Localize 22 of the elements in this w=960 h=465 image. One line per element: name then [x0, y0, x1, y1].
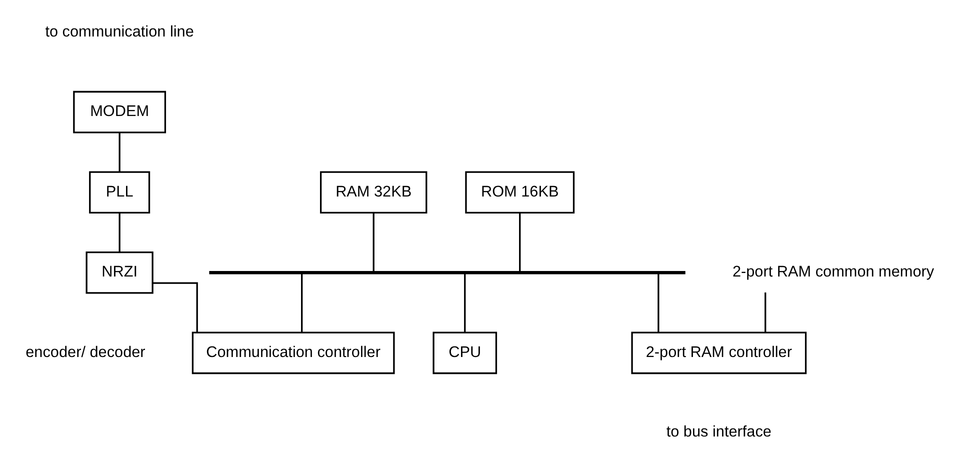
node-text: 2-port RAM common memory	[732, 264, 934, 281]
connector	[152, 282, 198, 332]
node-box: CPU	[432, 332, 498, 374]
connector	[764, 292, 766, 332]
node-box: 2-port RAM controller	[631, 332, 807, 374]
node-box: MODEM	[73, 90, 166, 134]
node-label: encoder/ decoder	[26, 344, 146, 361]
label: to bus interface	[666, 424, 772, 441]
connector	[301, 274, 303, 332]
connector	[118, 213, 120, 252]
connector	[658, 274, 660, 332]
connector	[519, 213, 521, 272]
node-box: RAM 32KB	[320, 171, 428, 214]
label: to communication line	[45, 23, 194, 40]
node-box: Communication controller	[192, 332, 395, 374]
connector	[464, 274, 466, 332]
connector	[118, 132, 120, 172]
node-box: NRZI	[86, 251, 154, 294]
node-bar	[209, 271, 686, 274]
node-box: PLL	[89, 171, 150, 214]
node-box: ROM 16KB	[465, 171, 575, 214]
connector	[372, 213, 374, 272]
